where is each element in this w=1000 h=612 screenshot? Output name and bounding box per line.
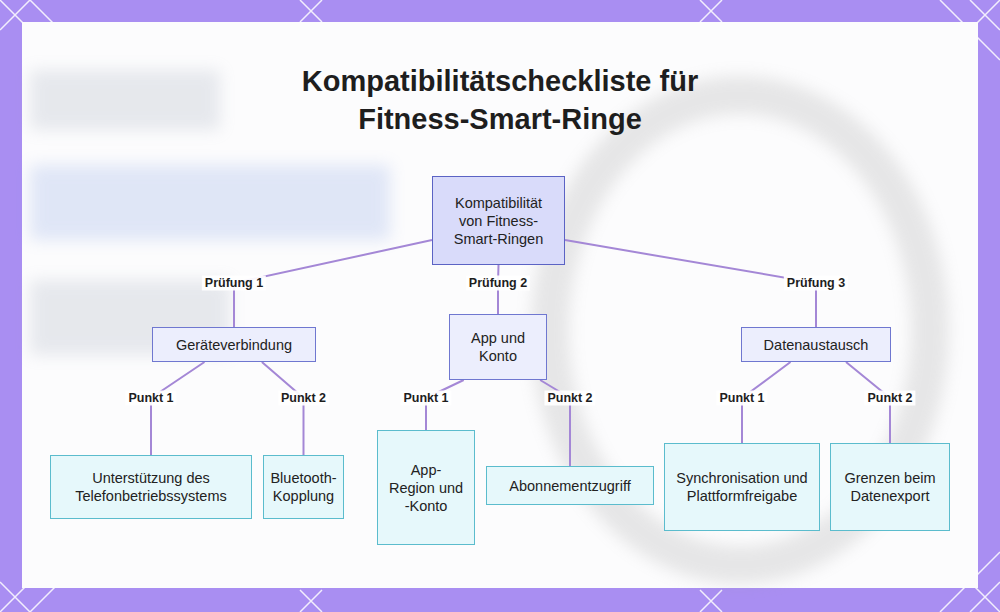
edge-label: Punkt 1	[400, 391, 451, 406]
edge-label: Punkt 2	[278, 391, 329, 406]
node-text: Synchronisation und Plattformfreigabe	[675, 469, 809, 505]
node-text: Grenzen beim Datenexport	[841, 469, 939, 505]
content-card	[22, 22, 978, 588]
node-text: Kompatibilität von Fitness-Smart-Ringen	[445, 194, 552, 248]
check-box: Datenaustausch	[741, 327, 891, 362]
connector-line	[565, 240, 816, 327]
node-text: Datenaustausch	[764, 336, 869, 354]
edge-label: Punkt 1	[125, 391, 176, 406]
item-box: Bluetooth-Kopplung	[263, 455, 344, 519]
node-text: App-Region und -Konto	[388, 461, 464, 515]
node-text: App und Konto	[458, 329, 538, 365]
diagram-title: Kompatibilitätscheckliste für Fitness-Sm…	[250, 62, 750, 138]
node-text: Abonnementzugriff	[509, 477, 630, 495]
item-box: Grenzen beim Datenexport	[830, 443, 950, 531]
edge-label: Prüfung 2	[466, 276, 530, 291]
node-text: Geräteverbindung	[176, 336, 292, 354]
item-box: Abonnementzugriff	[486, 466, 654, 505]
node-text: Bluetooth-Kopplung	[270, 469, 336, 505]
node-text: Unterstützung des Telefonbetriebssystems	[61, 469, 241, 505]
connector-line	[151, 362, 204, 455]
edge-label: Prüfung 3	[784, 276, 848, 291]
root-box: Kompatibilität von Fitness-Smart-Ringen	[432, 176, 565, 265]
check-box: App und Konto	[449, 314, 547, 380]
edge-label: Prüfung 1	[202, 276, 266, 291]
ring-illustration	[30, 70, 930, 565]
item-box: Unterstützung des Telefonbetriebssystems	[50, 455, 252, 519]
edge-label: Punkt 1	[716, 391, 767, 406]
connector-line	[262, 362, 304, 455]
item-box: App-Region und -Konto	[377, 430, 475, 545]
item-box: Synchronisation und Plattformfreigabe	[664, 443, 820, 531]
edge-label: Punkt 2	[864, 391, 915, 406]
edge-label: Punkt 2	[544, 391, 595, 406]
check-box: Geräteverbindung	[152, 327, 316, 362]
